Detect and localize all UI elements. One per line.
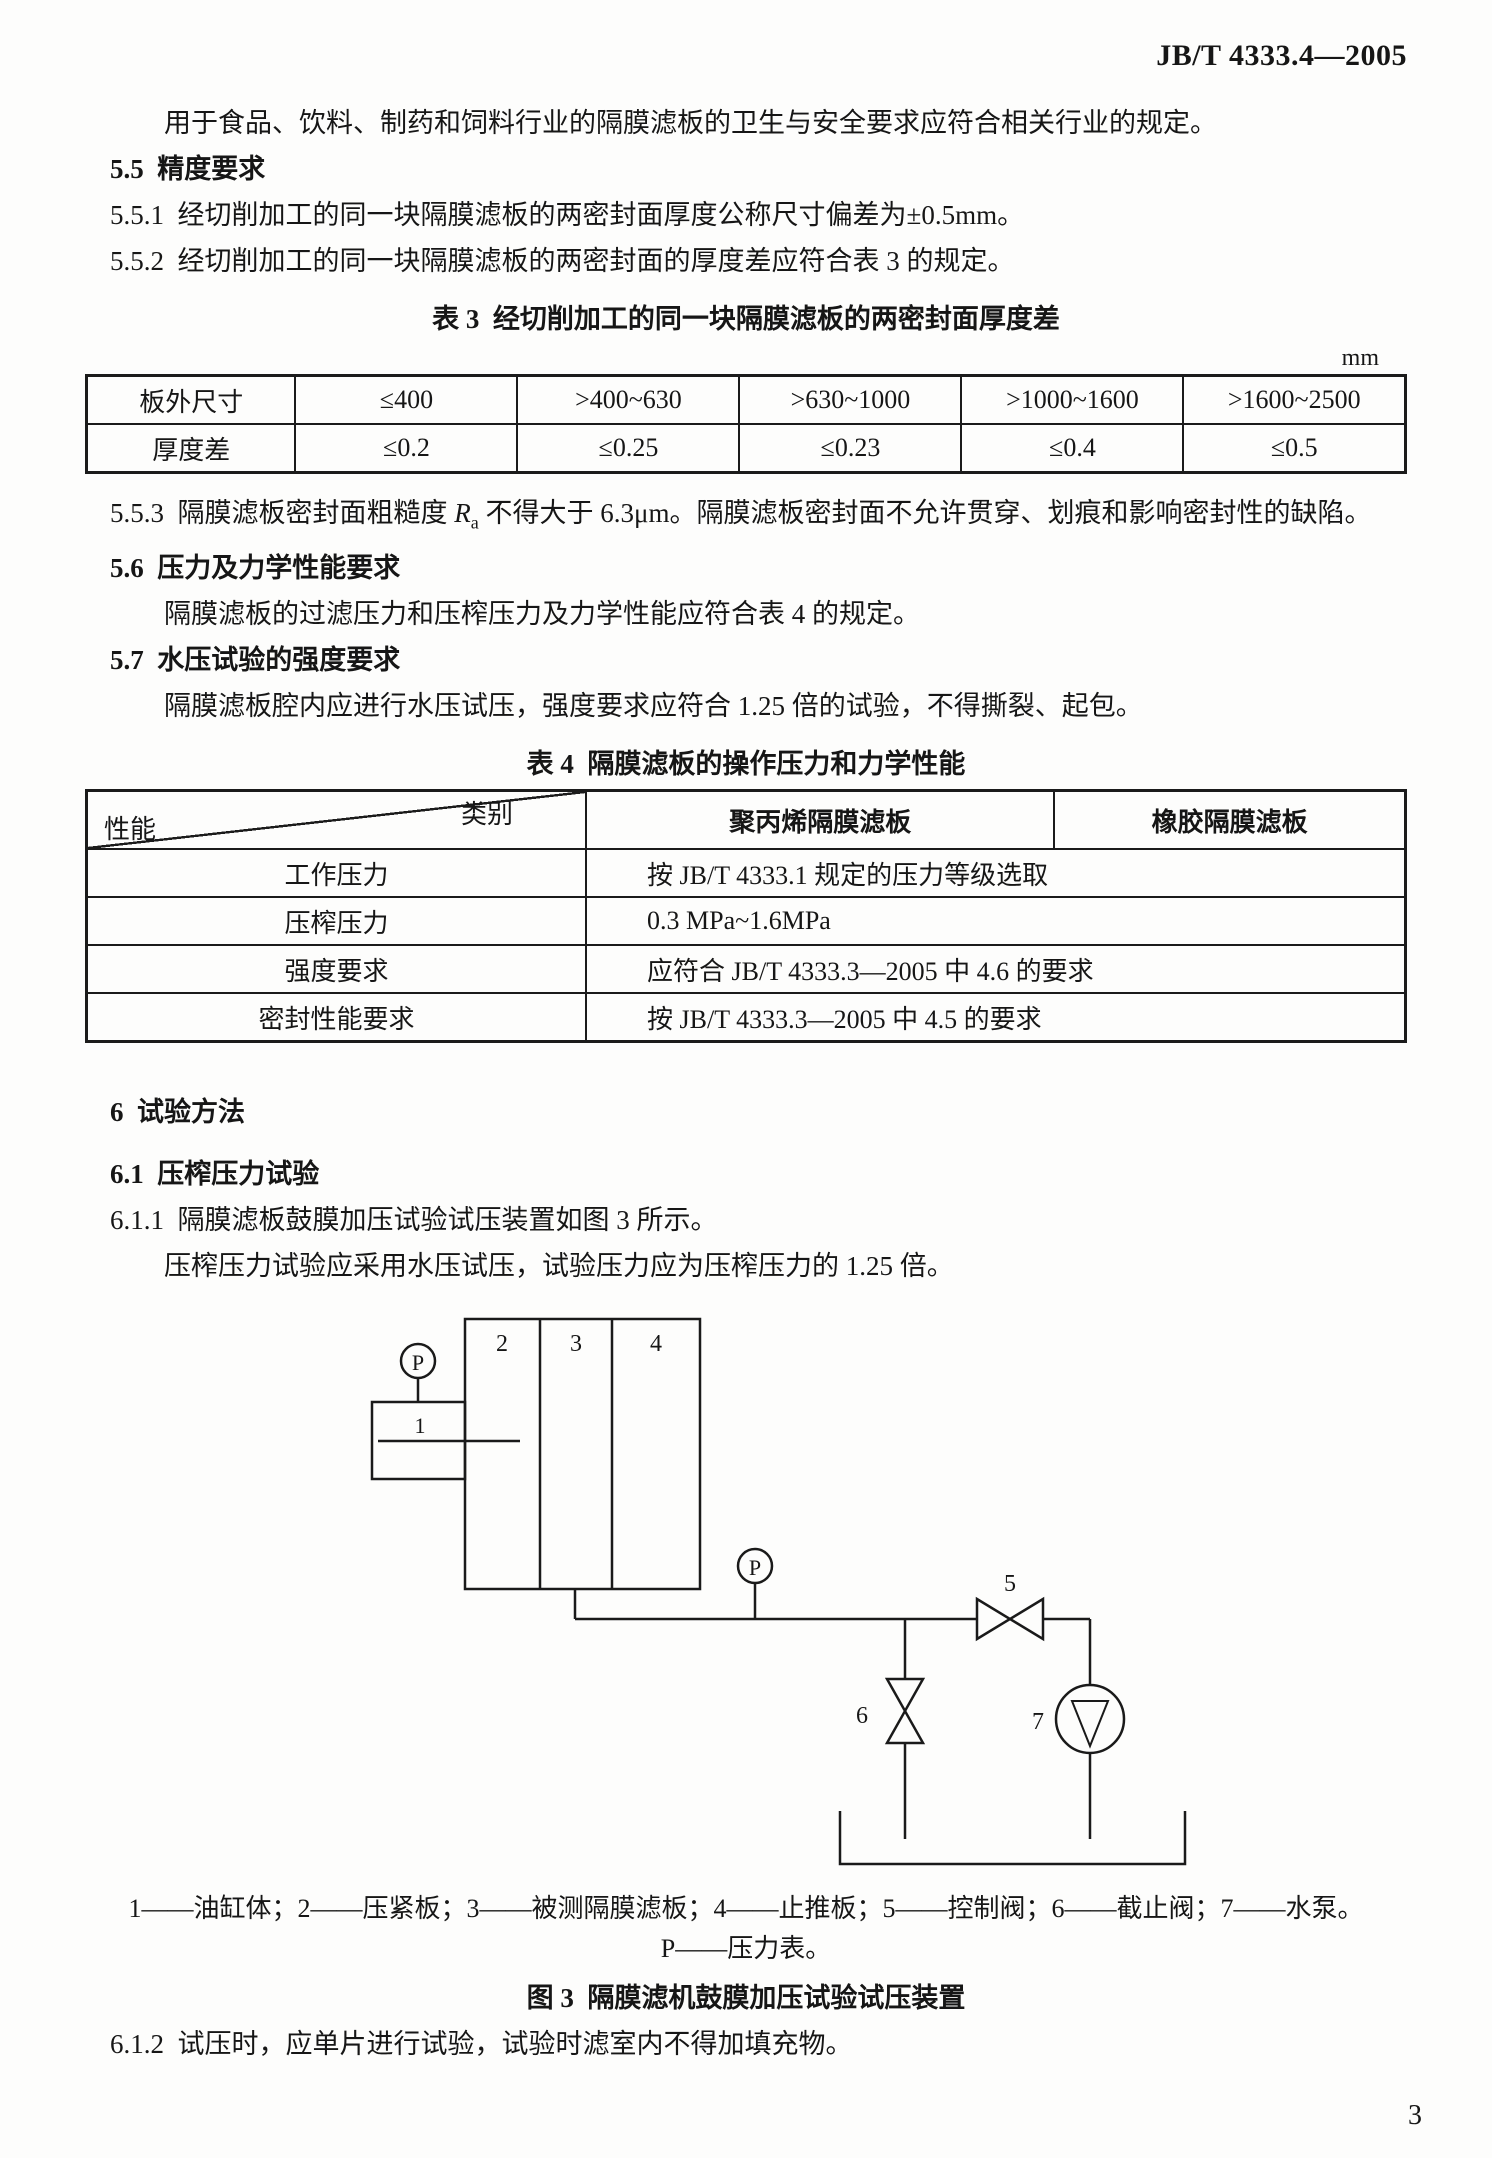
test-rig-schematic: P 1 2 3 4 P 5 xyxy=(370,1318,1187,1866)
plate2-label: 2 xyxy=(496,1331,508,1357)
para-6-1-1-body: 压榨压力试验应采用水压试压，试验压力应为压榨压力的 1.25 倍。 xyxy=(164,1251,954,1282)
table-cell: >1600~2500 xyxy=(1182,374,1407,425)
para-5-5-3: 5.5.3 隔膜滤板密封面粗糙度 Ra 不得大于 6.3μm。隔膜滤板密封面不允… xyxy=(110,490,1407,545)
table-row: 厚度差 ≤0.2 ≤0.25 ≤0.23 ≤0.4 ≤0.5 xyxy=(85,423,1407,474)
table-cell: 板外尺寸 xyxy=(85,374,297,425)
para-hygiene-note: 用于食品、饮料、制药和饲料行业的隔膜滤板的卫生与安全要求应符合相关行业的规定。 xyxy=(164,108,1217,138)
table-cell: 厚度差 xyxy=(85,423,297,474)
corner-label-property: 性能 xyxy=(104,815,157,845)
table3-title: 表 3 经切削加工的同一块隔膜滤板的两密封面厚度差 xyxy=(432,304,1060,334)
table-cell: >1000~1600 xyxy=(960,374,1185,425)
para-5-5-2: 5.5.2 经切削加工的同一块隔膜滤板的两密封面的厚度差应符合表 3 的规定。 xyxy=(110,246,1015,276)
gauge2-label: P xyxy=(749,1555,761,1580)
table-row: 工作压力 按 JB/T 4333.1 规定的压力等级选取 xyxy=(85,848,1407,899)
para-6-1-1: 6.1.1 隔膜滤板鼓膜加压试验试压装置如图 3 所示。 xyxy=(110,1205,718,1236)
symbol-Ra-subscript: a xyxy=(470,512,479,533)
heading-5-6: 5.6 压力及力学性能要求 xyxy=(110,553,401,584)
valve5-label: 5 xyxy=(1004,1571,1016,1597)
table-cell: 应符合 JB/T 4333.3—2005 中 4.6 的要求 xyxy=(585,944,1407,995)
para-5-5-3-post: 不得大于 6.3μm。隔膜滤板密封面不允许贯穿、划痕和影响密封性的缺陷。 xyxy=(478,498,1372,528)
stop-valve-icon xyxy=(884,1708,926,1745)
table-row: 板外尺寸 ≤400 >400~630 >630~1000 >1000~1600 … xyxy=(85,374,1407,425)
cylinder-label: 1 xyxy=(415,1413,426,1438)
table-cell: ≤0.2 xyxy=(294,423,519,474)
heading-6-1: 6.1 压榨压力试验 xyxy=(110,1159,320,1190)
para-5-6-body: 隔膜滤板的过滤压力和压榨压力及力学性能应符合表 4 的规定。 xyxy=(164,599,920,630)
para-5-5-3-pre: 5.5.3 隔膜滤板密封面粗糙度 xyxy=(110,498,455,528)
table-cell: 压榨压力 xyxy=(85,896,588,947)
pump-triangle xyxy=(1070,1700,1110,1750)
plate4-label: 4 xyxy=(650,1331,662,1357)
table-cell: >630~1000 xyxy=(738,374,963,425)
table-row: 密封性能要求 按 JB/T 4333.3—2005 中 4.5 的要求 xyxy=(85,992,1407,1043)
table4-title: 表 4 隔膜滤板的操作压力和力学性能 xyxy=(526,749,966,780)
table-row: 强度要求 应符合 JB/T 4333.3—2005 中 4.6 的要求 xyxy=(85,944,1407,995)
table-cell: 强度要求 xyxy=(85,944,588,995)
figure3-caption: 图 3 隔膜滤机鼓膜加压试验试压装置 xyxy=(526,1983,966,2014)
table4-col-polypropylene: 聚丙烯隔膜滤板 xyxy=(585,789,1056,851)
diagonal-divider xyxy=(88,792,586,849)
press-frame xyxy=(463,1318,702,1591)
table4-col-rubber: 橡胶隔膜滤板 xyxy=(1053,789,1407,851)
heading-5-5: 5.5 精度要求 xyxy=(110,154,266,184)
table-row: 压榨压力 0.3 MPa~1.6MPa xyxy=(85,896,1407,947)
heading-6: 6 试验方法 xyxy=(110,1097,245,1128)
table-cell: 按 JB/T 4333.3—2005 中 4.5 的要求 xyxy=(585,992,1407,1043)
table-cell: 密封性能要求 xyxy=(85,992,588,1043)
figure3-legend-line1: 1——油缸体；2——压紧板；3——被测隔膜滤板；4——止推板；5——控制阀；6—… xyxy=(128,1894,1364,1924)
table-cell: ≤0.5 xyxy=(1182,423,1407,474)
table-cell: >400~630 xyxy=(516,374,741,425)
table4-corner-cell: 类别 性能 xyxy=(85,789,588,851)
document-number: JB/T 4333.4—2005 xyxy=(1156,39,1407,72)
water-pump-icon xyxy=(1054,1684,1126,1755)
page-number: 3 xyxy=(1408,2100,1422,2131)
pump7-label: 7 xyxy=(1032,1709,1044,1735)
control-valve-icon xyxy=(975,1597,1013,1642)
corner-label-category: 类别 xyxy=(461,800,514,830)
symbol-Ra: R xyxy=(454,498,471,528)
valve6-label: 6 xyxy=(856,1703,868,1729)
water-tank xyxy=(838,1811,1187,1866)
table-row: 类别 性能 聚丙烯隔膜滤板 橡胶隔膜滤板 xyxy=(85,789,1407,851)
plate3-label: 3 xyxy=(570,1331,582,1357)
para-5-7-body: 隔膜滤板腔内应进行水压试压，强度要求应符合 1.25 倍的试验，不得撕裂、起包。 xyxy=(164,691,1143,722)
para-6-1-2: 6.1.2 试压时，应单片进行试验，试验时滤室内不得加填充物。 xyxy=(110,2029,853,2060)
table-cell: ≤0.23 xyxy=(738,423,963,474)
table-cell: 工作压力 xyxy=(85,848,588,899)
table-cell: 0.3 MPa~1.6MPa xyxy=(585,896,1407,947)
table3-unit: mm xyxy=(1341,345,1379,371)
stop-valve-icon xyxy=(884,1678,926,1714)
table-cell: ≤0.4 xyxy=(960,423,1185,474)
table-cell: ≤0.25 xyxy=(516,423,741,474)
heading-5-7: 5.7 水压试验的强度要求 xyxy=(110,645,401,676)
gauge1-label: P xyxy=(412,1350,424,1375)
table3: 板外尺寸 ≤400 >400~630 >630~1000 >1000~1600 … xyxy=(85,374,1407,474)
figure3-legend-line2: P——压力表。 xyxy=(660,1934,832,1964)
para-5-5-1: 5.5.1 经切削加工的同一块隔膜滤板的两密封面厚度公称尺寸偏差为±0.5mm。 xyxy=(110,200,1025,230)
table-cell: ≤400 xyxy=(294,374,519,425)
table4: 类别 性能 聚丙烯隔膜滤板 橡胶隔膜滤板 工作压力 按 JB/T 4333.1 … xyxy=(85,789,1407,1044)
figure3-diagram: P 1 2 3 4 P 5 xyxy=(360,1299,1407,1889)
table-cell: 按 JB/T 4333.1 规定的压力等级选取 xyxy=(585,848,1407,899)
control-valve-icon xyxy=(1007,1597,1045,1642)
